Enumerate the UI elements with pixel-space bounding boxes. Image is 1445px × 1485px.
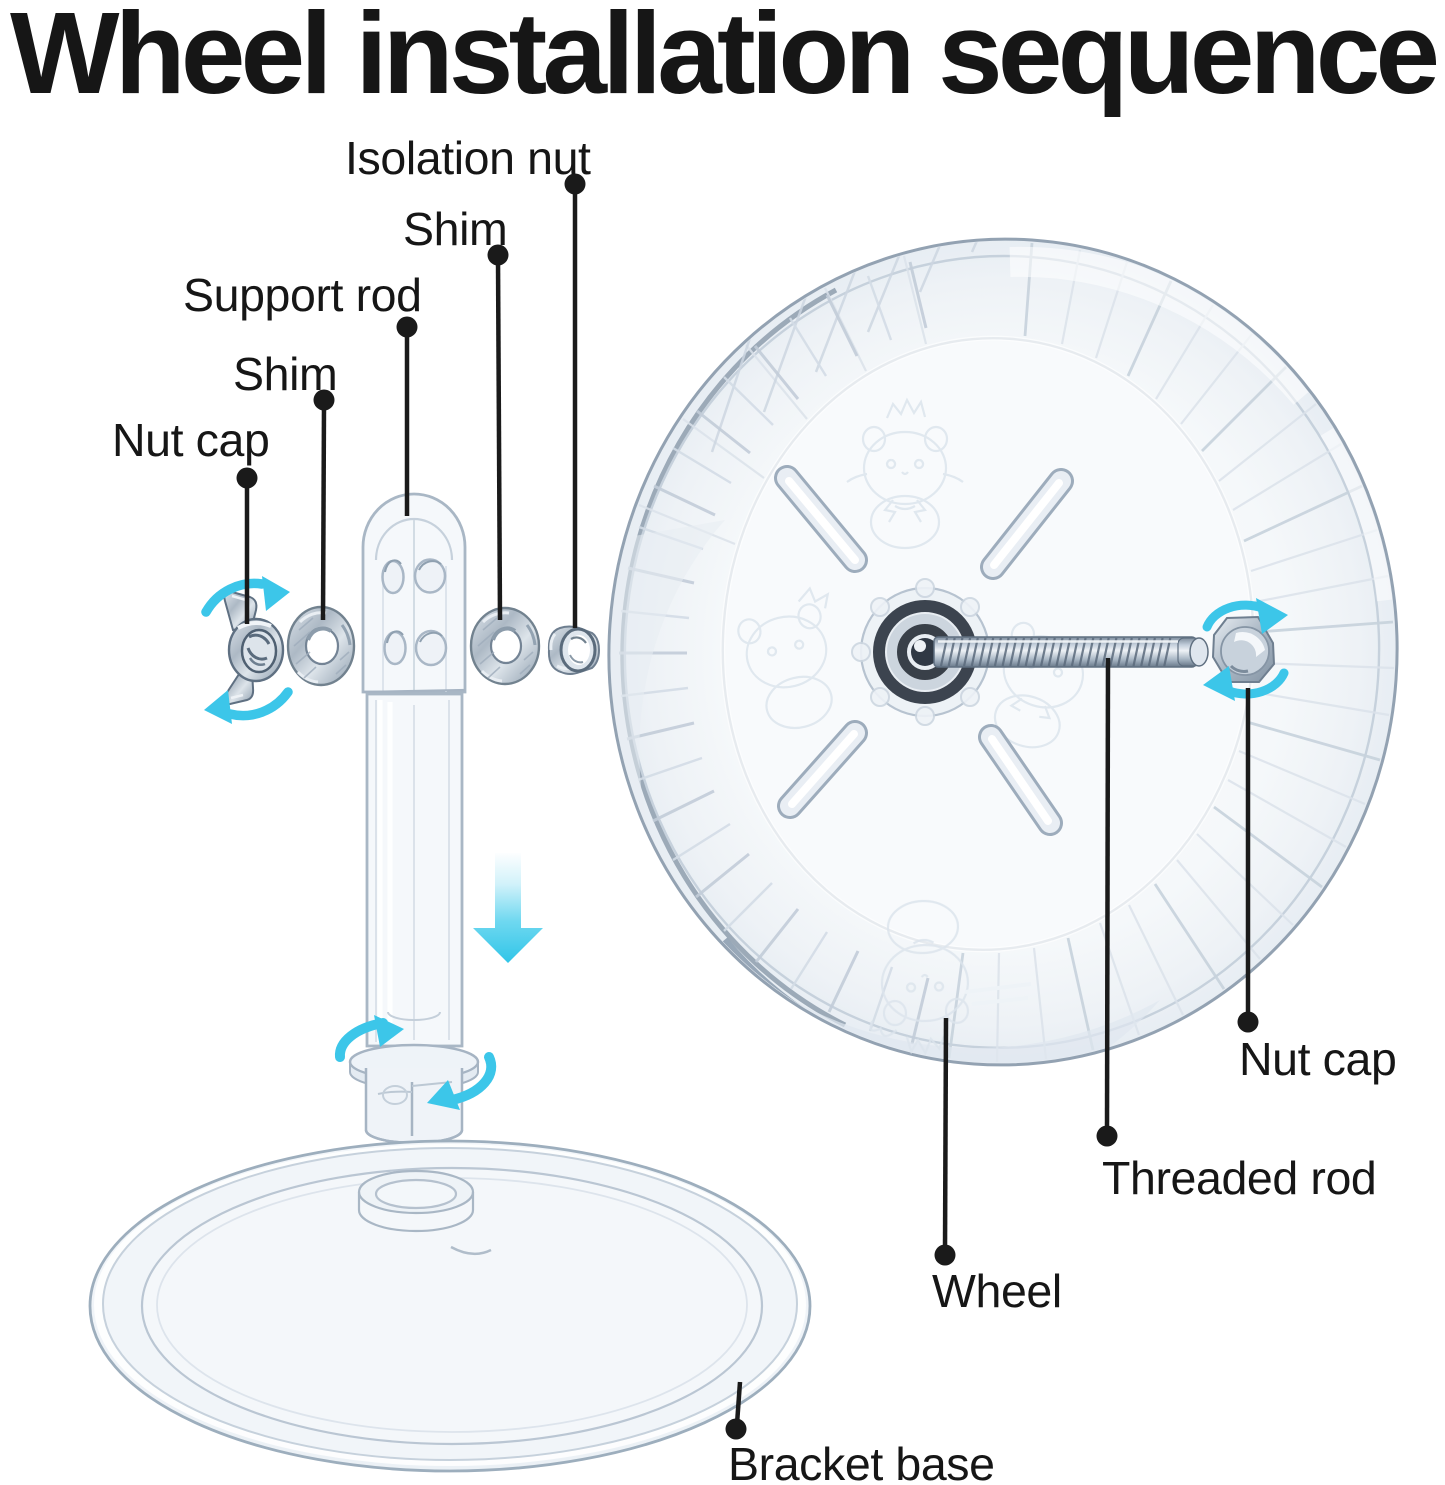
svg-text:Bracket base: Bracket base (728, 1438, 995, 1485)
svg-text:Shim: Shim (233, 348, 337, 400)
svg-text:Shim: Shim (403, 203, 507, 255)
svg-text:Wheel installation sequence: Wheel installation sequence (10, 0, 1436, 118)
svg-text:Isolation nut: Isolation nut (345, 132, 591, 184)
svg-text:Wheel: Wheel (932, 1265, 1062, 1317)
svg-text:Threaded rod: Threaded rod (1102, 1152, 1376, 1204)
svg-text:Nut cap: Nut cap (112, 414, 269, 466)
svg-text:Support rod: Support rod (183, 269, 422, 321)
svg-text:Nut cap: Nut cap (1239, 1033, 1396, 1085)
